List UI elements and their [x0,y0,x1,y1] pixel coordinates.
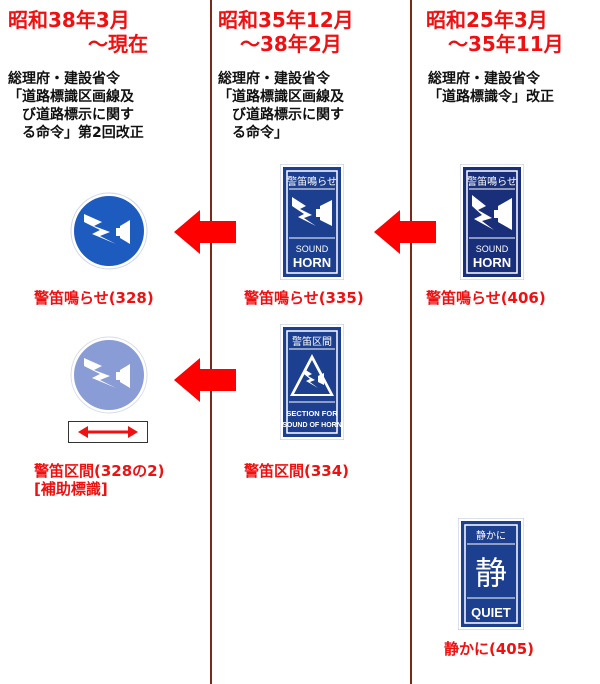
sign-en2: HORN [473,255,511,270]
caption-horn-335: 警笛鳴らせ(335) [244,289,364,307]
horn-zone-sign-334: 警笛区間 SECTION FOR SOUND OF HORN [280,324,344,440]
caption-zone-334: 警笛区間(334) [244,462,350,480]
law-text-current: 総理府・建設省令 「道路標識区画線及 び道路標示に関す る命令」第2回改正 [8,70,144,142]
caption-quiet-405: 静かに(405) [444,640,535,658]
arrow-left-icon [174,358,236,402]
horn-sign-328 [70,192,148,270]
sign-title: 静かに [476,529,506,542]
caption-horn-328: 警笛鳴らせ(328) [34,289,154,307]
law-line: 総理府・建設省令 [8,71,120,87]
era-title-1950: 昭和25年3月 〜35年11月 [426,8,564,56]
quiet-sign-405: 静かに 静 QUIET [458,518,524,630]
horn-sign-335: 警笛鳴らせ SOUND HORN [280,164,344,280]
arrow-left-icon [174,210,236,254]
law-line: 総理府・建設省令 [218,71,330,87]
sign-en1: SOUND [476,244,509,254]
law-text-1960: 総理府・建設省令 「道路標識区画線及 び道路標示に関す る命令」 [218,70,344,142]
law-text-1950: 総理府・建設省令 「道路標識令」改正 [428,70,554,106]
sign-en1: SECTION FOR [286,409,338,418]
era-title-current: 昭和38年3月 〜現在 [8,8,148,56]
horn-sign-406: 警笛鳴らせ SOUND HORN [460,164,524,280]
sign-title: 警笛鳴らせ [467,175,517,188]
arrow-left-icon [374,210,436,254]
era-title-line1: 昭和25年3月 [426,8,548,32]
era-title-line2: 〜35年11月 [448,32,564,56]
law-line: び道路標示に関す [8,107,134,123]
law-line: 「道路標識区画線及 [8,89,134,105]
era-title-line1: 昭和38年3月 [8,8,130,32]
caption-zone-328-2: 警笛区間(328の2) [補助標識] [34,462,164,498]
caption-line1: 警笛区間(328の2) [34,462,165,480]
law-line: 「道路標識区画線及 [218,89,344,105]
sign-en1: SOUND [296,244,329,254]
law-line: び道路標示に関す [218,107,344,123]
caption-horn-406: 警笛鳴らせ(406) [426,289,546,307]
era-title-line1: 昭和35年12月 [218,8,354,32]
caption-line2: [補助標識] [34,480,108,498]
column-divider-2 [410,0,412,684]
sign-kanji: 静 [475,554,507,592]
era-title-line2: 〜38年2月 [240,32,342,56]
law-line: る命令」第2回改正 [8,125,144,141]
sign-title: 警笛区間 [292,335,332,348]
sign-en2: HORN [293,255,331,270]
sign-en2: SOUND OF HORN [282,422,342,429]
law-line: 総理府・建設省令 [428,71,540,87]
column-divider-1 [210,0,212,684]
auxiliary-sign-double-arrow [68,421,148,443]
law-line: 「道路標識令」改正 [428,89,554,105]
law-line: る命令」 [218,125,288,141]
era-title-1960: 昭和35年12月 〜38年2月 [218,8,354,56]
sign-title: 警笛鳴らせ [287,175,337,188]
era-title-line2: 〜現在 [88,32,148,56]
horn-sign-328-faded [70,336,148,414]
sign-en: QUIET [471,605,511,620]
